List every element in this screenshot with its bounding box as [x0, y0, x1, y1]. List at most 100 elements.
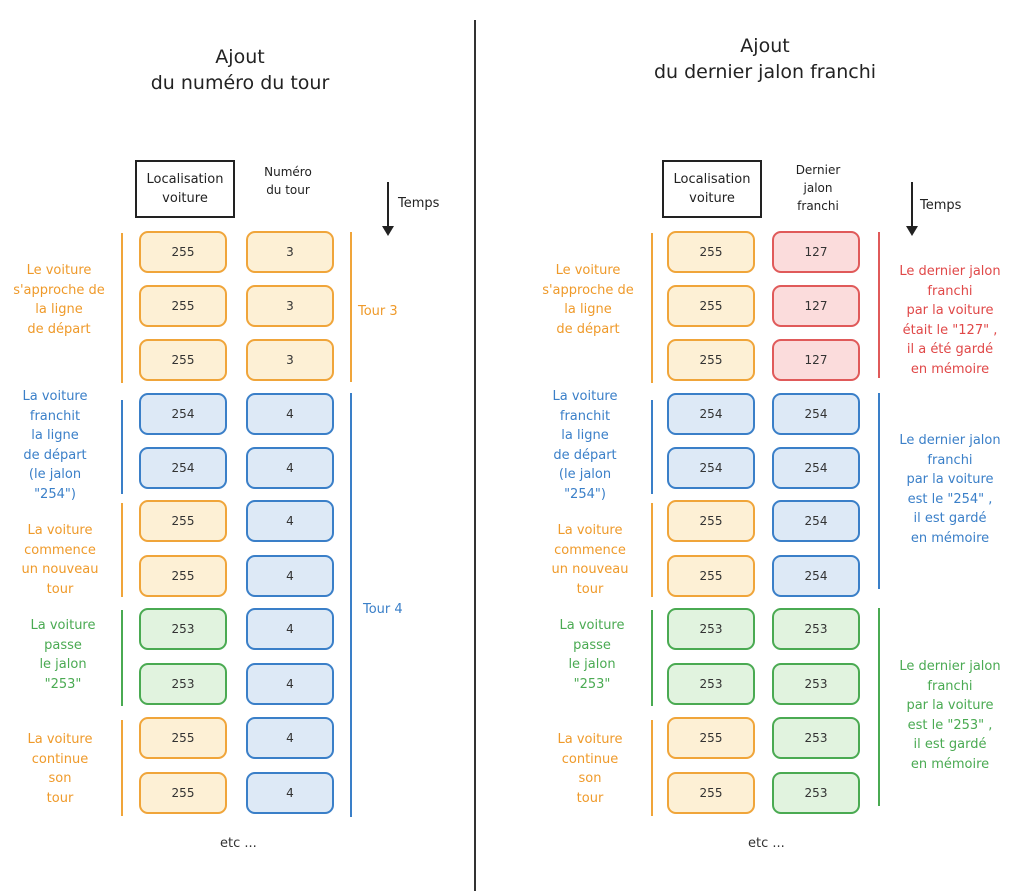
right-loc-cell-value: 255 — [699, 569, 723, 583]
left-bracket-bar — [121, 400, 123, 494]
right-loc-cell: 254 — [667, 393, 755, 435]
left-loc-cell: 255 — [139, 555, 227, 597]
right-val-cell-value: 254 — [804, 569, 828, 583]
left-loc-cell-value: 255 — [171, 569, 195, 583]
label-line: la ligne — [561, 428, 609, 443]
right-val-cell-value: 253 — [804, 677, 828, 691]
label-line: la ligne — [564, 302, 612, 317]
left-loc-cell-value: 255 — [171, 299, 195, 313]
right-val-cell: 254 — [772, 555, 860, 597]
label-line: "253" — [44, 676, 82, 692]
right-loc-cell: 255 — [667, 500, 755, 542]
right-loc-cell: 255 — [667, 339, 755, 381]
left-loc-cell: 255 — [139, 772, 227, 814]
label-line: continue — [561, 751, 619, 767]
label-line: "254") — [34, 486, 76, 502]
label-line: "254") — [564, 486, 606, 502]
label-line: de départ — [27, 321, 91, 337]
right-val-cell: 127 — [772, 231, 860, 273]
left-bracket-bar — [121, 720, 123, 816]
right-loc-cell-value: 254 — [699, 461, 723, 475]
label-line: La voiture — [552, 389, 618, 404]
left-header-value: Numéro du tour — [264, 165, 312, 197]
right-loc-cell-value: 255 — [699, 299, 723, 313]
left-loc-cell-value: 255 — [171, 353, 195, 367]
label-line: par la voiture — [906, 472, 994, 487]
right-loc-cell: 253 — [667, 608, 755, 650]
right-loc-cell-value: 253 — [699, 622, 723, 636]
label-line: son — [578, 771, 602, 786]
right-etc: etc ... — [748, 836, 785, 851]
right-loc-cell: 254 — [667, 447, 755, 489]
right-val-cell-value: 127 — [804, 353, 828, 367]
label-line: passe — [44, 637, 82, 653]
label-line: continue — [31, 751, 89, 767]
left-temps-label: Temps — [398, 196, 440, 211]
label-line: (le jalon — [28, 467, 82, 482]
label-line: La voiture — [22, 389, 88, 404]
right-loc-cell-value: 255 — [699, 353, 723, 367]
label-line: tour — [46, 581, 74, 597]
left-val-cell: 4 — [246, 500, 334, 542]
right-bracket-bar — [651, 610, 653, 706]
left-loc-cell-value: 253 — [171, 622, 195, 636]
label-line: il est gardé — [913, 511, 987, 526]
right-loc-cell: 255 — [667, 555, 755, 597]
right-loc-cell-value: 254 — [699, 407, 723, 421]
left-val-cell: 4 — [246, 717, 334, 759]
right-val-cell: 254 — [772, 447, 860, 489]
left-loc-cell: 253 — [139, 663, 227, 705]
right-label-text: La voiture continue son tour — [535, 730, 645, 808]
label-line: était le "127" , — [902, 322, 998, 338]
right-val-cell: 253 — [772, 608, 860, 650]
right-header-location: Localisation voiture — [662, 160, 762, 218]
right-bracket-bar — [651, 503, 653, 597]
left-val-cell: 4 — [246, 447, 334, 489]
left-val-cell: 4 — [246, 393, 334, 435]
label-line: un nouveau — [551, 562, 629, 577]
left-val-cell: 4 — [246, 663, 334, 705]
left-bar-tour3 — [350, 232, 352, 382]
label-line: Le voiture — [26, 263, 92, 278]
right-val-cell-value: 254 — [804, 514, 828, 528]
right-val-cell: 253 — [772, 772, 860, 814]
left-loc-cell-value: 253 — [171, 677, 195, 691]
label-line: le jalon — [568, 657, 616, 672]
label-line: (le jalon — [558, 467, 612, 482]
left-val-cell: 4 — [246, 608, 334, 650]
left-loc-cell: 255 — [139, 339, 227, 381]
label-line: La voiture — [557, 732, 623, 747]
label-line: tour — [576, 790, 604, 806]
left-val-cell: 3 — [246, 231, 334, 273]
label-line: son — [48, 771, 72, 786]
left-loc-cell: 254 — [139, 447, 227, 489]
right-val-cell-value: 254 — [804, 461, 828, 475]
right-loc-cell-value: 253 — [699, 677, 723, 691]
label-line: en mémoire — [910, 530, 990, 546]
left-etc: etc ... — [220, 836, 257, 851]
left-val-cell: 4 — [246, 555, 334, 597]
label-line: par la voiture — [906, 698, 994, 713]
label-line: la ligne — [31, 428, 79, 443]
left-val-cell-value: 4 — [286, 786, 294, 800]
right-temps-label: Temps — [920, 198, 962, 213]
label-line: franchit — [559, 408, 611, 424]
left-val-cell-value: 3 — [286, 245, 294, 259]
left-temps-arrow-icon — [382, 182, 394, 236]
label-line: commence — [24, 542, 96, 558]
left-title-line2: du numéro du tour — [150, 72, 330, 94]
right-val-cell: 253 — [772, 663, 860, 705]
right-val-cell: 254 — [772, 500, 860, 542]
right-loc-cell-value: 255 — [699, 786, 723, 800]
label-line: il a été gardé — [906, 342, 994, 357]
label-line: est le "253" , — [907, 717, 993, 733]
label-line: la ligne — [35, 302, 83, 317]
right-loc-cell: 255 — [667, 717, 755, 759]
